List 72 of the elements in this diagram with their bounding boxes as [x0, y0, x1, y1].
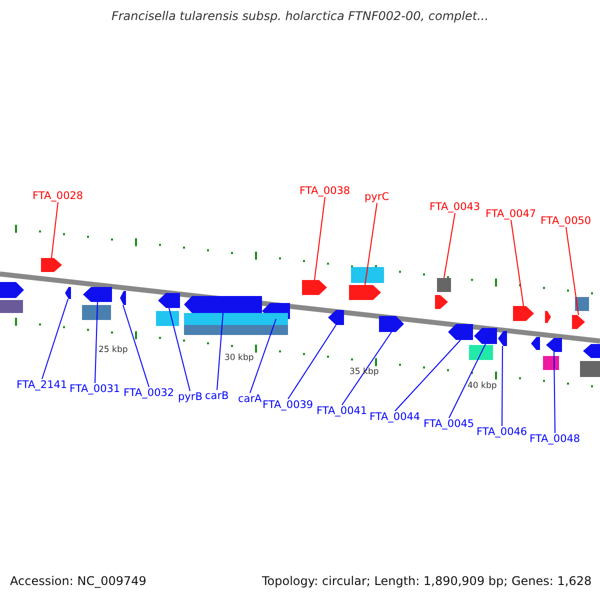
- gene-feature: [349, 285, 381, 300]
- accession-text: Accession: NC_009749: [10, 575, 146, 587]
- gene-feature: [184, 313, 288, 325]
- leader-line: [364, 202, 378, 286]
- gene-label: FTA_0041: [316, 405, 368, 417]
- gene-feature: [543, 356, 559, 370]
- gene-feature: [41, 258, 62, 272]
- gene-feature: [513, 306, 534, 321]
- gene-label: FTA_0050: [540, 215, 592, 227]
- gene-feature: [437, 278, 451, 292]
- scale-label: 30 kbp: [224, 352, 254, 364]
- gene-label: carB: [205, 390, 229, 402]
- gene-feature: [184, 325, 288, 335]
- gene-label: FTA_0043: [430, 201, 480, 213]
- gene-feature: [65, 287, 71, 299]
- leader-line: [288, 324, 336, 400]
- gene-feature: [0, 282, 24, 298]
- leader-line: [314, 196, 326, 280]
- gene-label: FTA_0038: [300, 185, 350, 197]
- gene-feature: [351, 267, 384, 283]
- gene-feature: [545, 311, 551, 323]
- gene-label: FTA_0044: [370, 411, 420, 423]
- gene-feature: [583, 344, 600, 358]
- gene-feature: [572, 315, 585, 329]
- gene-label: pyrB: [178, 391, 202, 403]
- gene-label: FTA_0039: [262, 399, 314, 411]
- gene-label: FTA_2141: [16, 379, 68, 391]
- gene-label: FTA_0047: [486, 208, 536, 220]
- scale-label: 25 kbp: [98, 344, 128, 356]
- gene-feature: [120, 291, 126, 305]
- gene-feature: [156, 311, 179, 326]
- leader-line: [394, 340, 461, 412]
- leader-line: [42, 298, 68, 380]
- leader-line: [554, 352, 556, 434]
- gene-feature: [469, 345, 493, 360]
- leader-line: [51, 202, 58, 258]
- leader-line: [444, 212, 456, 278]
- gene-feature: [448, 324, 473, 340]
- genome-info-text: Topology: circular; Length: 1,890,909 bp; Genes: 1,628: [262, 575, 592, 587]
- gene-feature: [328, 310, 344, 325]
- gene-label: FTA_0032: [124, 387, 174, 399]
- leader-line: [448, 344, 486, 418]
- leader-line: [502, 346, 503, 426]
- scale-label: 35 kbp: [350, 366, 379, 378]
- gene-label: carA: [238, 393, 262, 405]
- gene-label: FTA_0031: [70, 383, 120, 395]
- leader-line: [122, 304, 150, 388]
- gene-label: FTA_0028: [32, 190, 84, 202]
- leader-line: [250, 318, 276, 394]
- gene-label: pyrC: [364, 191, 390, 203]
- scale-label: 40 kbp: [468, 380, 497, 392]
- leader-line: [566, 226, 579, 316]
- gene-feature: [531, 337, 540, 350]
- gene-feature: [546, 338, 562, 352]
- leader-line: [168, 308, 190, 392]
- gene-feature: [580, 361, 600, 377]
- gene-feature: [83, 287, 112, 302]
- gene-feature: [435, 295, 448, 309]
- gene-feature: [158, 293, 180, 308]
- title: Francisella tularensis subsp. holarctica FTNF002-00, complet...: [110, 10, 490, 22]
- gene-label: FTA_0045: [424, 418, 474, 430]
- gene-feature: [575, 297, 589, 311]
- gene-feature: [82, 305, 111, 320]
- leader-line: [94, 302, 98, 384]
- gene-label: FTA_0048: [530, 433, 580, 445]
- leader-line: [510, 220, 524, 306]
- gene-label: FTA_0046: [476, 426, 528, 438]
- leader-line: [216, 312, 224, 390]
- leader-line: [342, 332, 392, 406]
- gene-feature: [379, 316, 404, 332]
- gene-feature: [0, 300, 23, 313]
- gene-feature: [302, 280, 327, 295]
